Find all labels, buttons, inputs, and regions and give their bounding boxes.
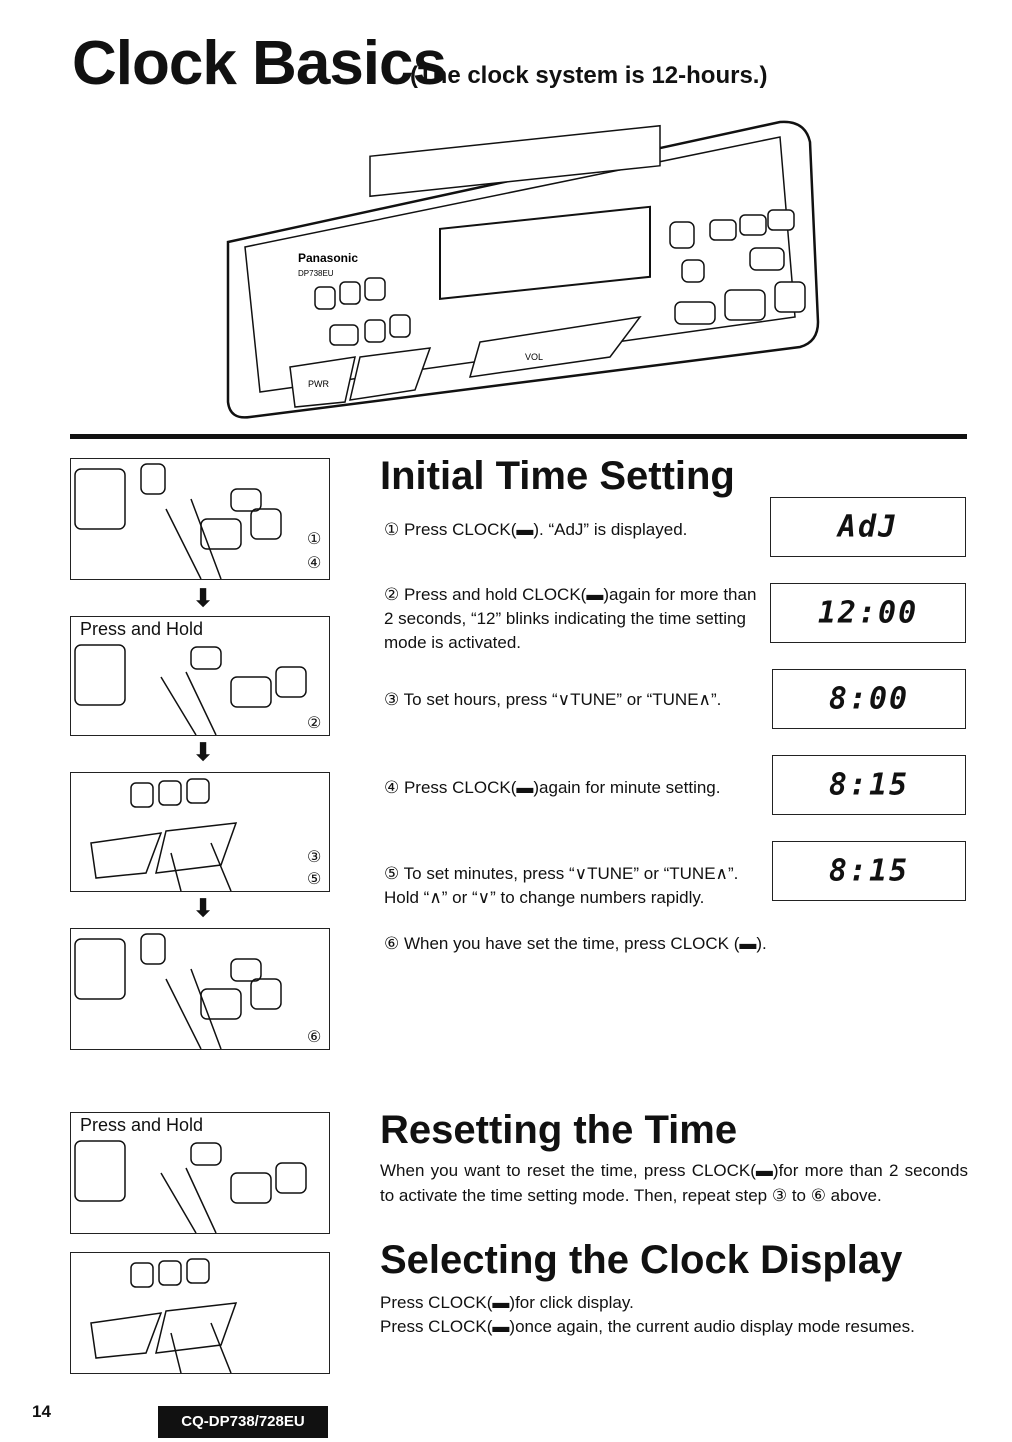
pwr-button[interactable] [289,356,356,408]
preset-5-button[interactable] [389,314,411,338]
vol-label: VOL [525,352,543,362]
preset-4-button[interactable] [364,319,386,343]
scan-button[interactable] [767,209,795,231]
hands-pressing-tune-illustration [90,1258,238,1373]
lcd-adj: AdJ [770,497,966,557]
model-label: DP738EU [298,269,334,278]
selecting-line-1: Press CLOCK(▬)for click display. [380,1293,634,1312]
page-title: Clock Basics [72,29,447,98]
rep-button[interactable] [709,219,737,241]
mode-button[interactable] [724,289,766,321]
volume-rocker[interactable] [468,315,642,378]
brand-logo: Panasonic [298,251,358,265]
step-5-text: ⑤ To set minutes, press “∨TUNE” or “TUNE… [384,864,739,907]
photo-step-6: ⑥ [70,928,330,1050]
hand-press-hold-illustration [74,1140,307,1233]
step-3-text: ③ To set hours, press “∨TUNE” or “TUNE∧”… [384,690,722,709]
marker-2: ② [307,715,322,732]
step-2-text: ② Press and hold CLOCK(▬)again for more … [384,585,757,652]
photo-reset: Press and Hold [70,1112,330,1234]
lcd-815-blink: 8:15 [772,755,966,815]
photo-step-1: ① ④ [70,458,330,580]
pwr-label: PWR [308,379,329,389]
photo-step-2: Press and Hold ② [70,616,330,736]
preset-minus-button[interactable] [329,324,359,346]
preset-1-button[interactable] [314,286,336,310]
cd-slot [369,124,661,198]
clock-button[interactable] [681,259,705,283]
car-stereo-illustration: Panasonic DP738EU PWR VOL [226,120,820,419]
model-number-badge: CQ-DP738/728EU [158,1406,328,1438]
hand-press-hold-illustration [74,644,307,735]
section-divider [70,434,967,439]
marker-1: ① [307,531,322,548]
lcd-value: AdJ [837,509,899,545]
selecting-line-2: Press CLOCK(▬)once again, the current au… [380,1317,915,1336]
preset-3-button[interactable] [364,277,386,301]
hand-pressing-clock-illustration [74,933,282,1049]
down-arrow-icon: ⬇ [193,895,214,922]
down-arrow-icon: ⬇ [193,585,214,612]
photo-select [70,1252,330,1374]
lcd-value: 12:00 [817,595,919,631]
power-knob[interactable] [774,281,806,313]
marker-5: ⑤ [307,871,322,888]
initial-time-setting-heading: Initial Time Setting [380,454,735,498]
selecting-heading: Selecting the Clock Display [380,1238,903,1282]
page-number: 14 [32,1402,51,1421]
marker-4: ④ [307,555,322,572]
photo-step-3: ③ ⑤ [70,772,330,892]
random-button[interactable] [739,214,767,236]
lcd-value: 8:15 [828,767,910,803]
lcd-value: 8:00 [828,681,910,717]
marker-3: ③ [307,849,322,866]
aux-button[interactable] [749,247,785,271]
marker-6: ⑥ [307,1029,322,1046]
press-hold-label: Press and Hold [77,619,207,640]
resetting-heading: Resetting the Time [380,1108,738,1152]
lcd-815: 8:15 [772,841,966,901]
band-button[interactable] [674,301,716,325]
cd-eject-button[interactable] [669,221,695,249]
press-hold-label: Press and Hold [77,1115,207,1136]
step-6-text: ⑥ When you have set the time, press CLOC… [384,934,767,953]
display-window [439,205,651,300]
hand-pressing-clock-illustration [74,463,282,579]
hands-pressing-tune-illustration [90,778,238,891]
tune-track-button[interactable] [349,347,432,401]
step-4-text: ④ Press CLOCK(▬)again for minute setting… [384,778,721,797]
lcd-1200: 12:00 [770,583,966,643]
resetting-body: When you want to reset the time, press C… [380,1161,968,1205]
lcd-value: 8:15 [828,853,910,889]
down-arrow-icon: ⬇ [193,739,214,766]
step-1-text: ① Press CLOCK(▬). “AdJ” is displayed. [384,520,688,539]
preset-2-button[interactable] [339,281,361,305]
lcd-800: 8:00 [772,669,966,729]
page-subtitle: (The clock system is 12-hours.) [410,62,768,89]
